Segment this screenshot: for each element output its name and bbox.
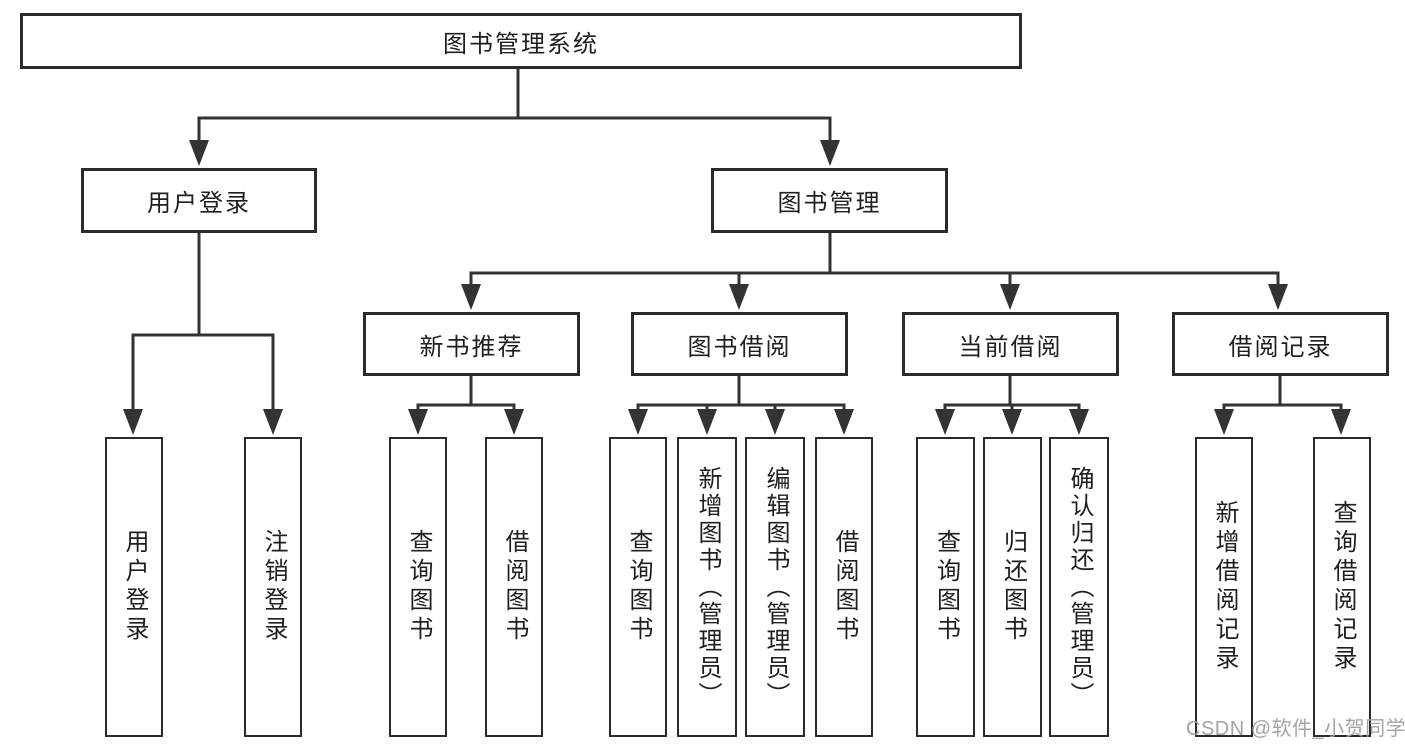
leaf-newbook-query-label: 查询图书 bbox=[405, 529, 432, 645]
leaf-current-return-label: 归还图书 bbox=[999, 529, 1027, 645]
leaf-record-query: 查询借阅记录 bbox=[1313, 437, 1371, 737]
leaf-borrow-query-label: 查询图书 bbox=[625, 529, 652, 645]
node-user-login: 用户登录 bbox=[81, 168, 317, 233]
leaf-borrow-edit: 编辑图书（管理员） bbox=[745, 437, 805, 737]
node-borrow-record: 借阅记录 bbox=[1172, 312, 1389, 376]
leaf-logout-label: 注销登录 bbox=[260, 529, 287, 645]
leaf-record-add-label: 新增借阅记录 bbox=[1211, 500, 1238, 674]
csdn-watermark: CSDN @软件_小贺同学 bbox=[1186, 718, 1405, 740]
leaf-user-login-label: 用户登录 bbox=[121, 529, 148, 645]
leaf-borrow-borrow: 借阅图书 bbox=[815, 437, 873, 737]
arrowheads bbox=[123, 140, 1351, 435]
leaf-record-add: 新增借阅记录 bbox=[1195, 437, 1253, 737]
leaf-logout: 注销登录 bbox=[244, 437, 302, 737]
node-book-borrow: 图书借阅 bbox=[631, 312, 848, 376]
leaf-borrow-add-label: 新增图书（管理员） bbox=[694, 465, 721, 709]
leaf-current-query-label: 查询图书 bbox=[932, 529, 960, 645]
node-root: 图书管理系统 bbox=[20, 13, 1022, 69]
node-user-login-label: 用户登录 bbox=[147, 190, 251, 217]
leaf-borrow-query: 查询图书 bbox=[609, 437, 667, 737]
node-book-management-label: 图书管理 bbox=[777, 190, 882, 217]
node-current-borrow: 当前借阅 bbox=[902, 312, 1119, 376]
leaf-borrow-borrow-label: 借阅图书 bbox=[831, 529, 858, 645]
leaf-user-login: 用户登录 bbox=[105, 437, 163, 737]
leaf-current-return: 归还图书 bbox=[983, 437, 1042, 737]
node-borrow-record-label: 借阅记录 bbox=[1228, 333, 1333, 361]
node-book-management: 图书管理 bbox=[711, 168, 948, 233]
leaf-current-confirm: 确认归还（管理员） bbox=[1049, 437, 1109, 737]
leaf-newbook-borrow: 借阅图书 bbox=[485, 437, 543, 737]
leaf-current-query: 查询图书 bbox=[916, 437, 975, 737]
leaf-newbook-query: 查询图书 bbox=[389, 437, 447, 737]
leaf-record-query-label: 查询借阅记录 bbox=[1329, 500, 1356, 674]
leaf-newbook-borrow-label: 借阅图书 bbox=[501, 529, 528, 645]
node-new-book-recommend-label: 新书推荐 bbox=[419, 333, 524, 361]
leaf-current-confirm-label: 确认归还（管理员） bbox=[1066, 465, 1093, 709]
leaf-borrow-edit-label: 编辑图书（管理员） bbox=[762, 465, 789, 709]
leaf-borrow-add: 新增图书（管理员） bbox=[677, 437, 737, 737]
node-root-label: 图书管理系统 bbox=[443, 30, 599, 58]
node-book-borrow-label: 图书借阅 bbox=[687, 333, 792, 361]
node-new-book-recommend: 新书推荐 bbox=[363, 312, 580, 376]
node-current-borrow-label: 当前借阅 bbox=[958, 333, 1063, 361]
